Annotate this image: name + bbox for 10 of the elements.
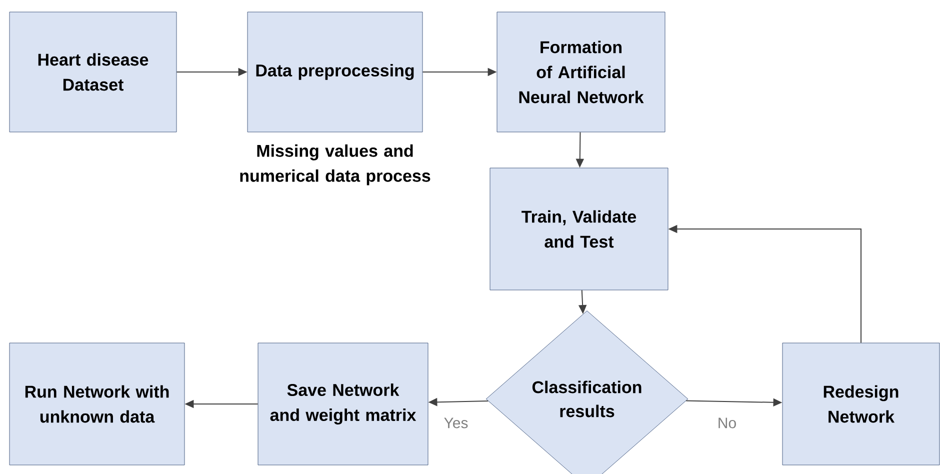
node-caption: Missing values and numerical data process [240, 144, 430, 186]
process-box: Data preprocessing [247, 12, 423, 132]
process-box: Redesign Network [782, 342, 940, 466]
process-box: Run Network with unknown data [9, 342, 185, 466]
edge-label: No [716, 416, 738, 430]
process-box: Heart disease Dataset [9, 12, 177, 132]
process-box: Train, Validate and Test [490, 168, 668, 290]
process-box: Formation of Artificial Neural Network [496, 12, 666, 132]
edge-label: Yes [442, 416, 470, 430]
process-box: Save Network and weight matrix [258, 342, 428, 466]
